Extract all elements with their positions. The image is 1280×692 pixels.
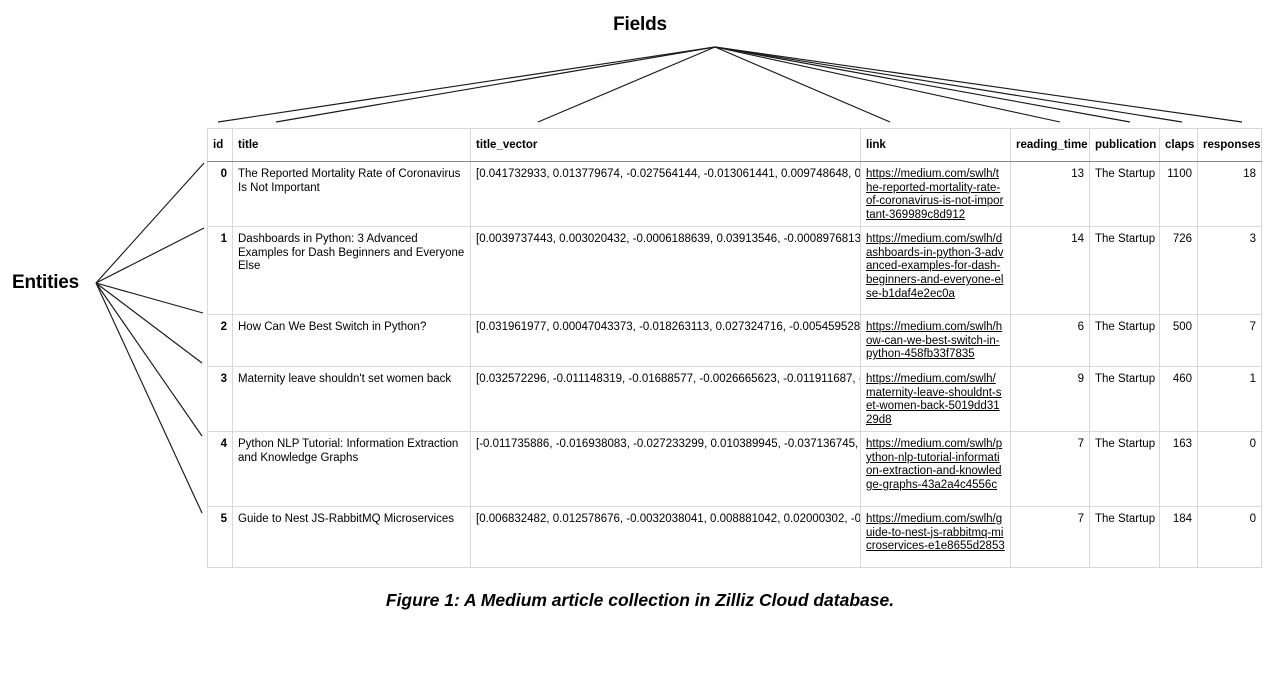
cell-title: The Reported Mortality Rate of Coronavir… xyxy=(232,160,471,228)
cell-link[interactable]: https://medium.com/swlh/dashboards-in-py… xyxy=(860,226,1011,316)
cell-link[interactable]: https://medium.com/swlh/how-can-we-best-… xyxy=(860,314,1011,367)
column-header-reading-time[interactable]: reading_time xyxy=(1010,128,1090,162)
table-row[interactable]: 0 The Reported Mortality Rate of Coronav… xyxy=(207,160,1262,228)
cell-id: 2 xyxy=(207,314,233,367)
cell-reading-time: 14 xyxy=(1010,226,1090,316)
cell-title: Python NLP Tutorial: Information Extract… xyxy=(232,431,471,508)
cell-link[interactable]: https://medium.com/swlh/the-reported-mor… xyxy=(860,160,1011,228)
cell-id: 5 xyxy=(207,506,233,569)
cell-claps: 184 xyxy=(1159,506,1198,569)
entities-connectors xyxy=(95,162,205,514)
cell-claps: 163 xyxy=(1159,431,1198,508)
cell-reading-time: 7 xyxy=(1010,431,1090,508)
cell-link[interactable]: https://medium.com/swlh/guide-to-nest-js… xyxy=(860,506,1011,569)
cell-reading-time: 9 xyxy=(1010,365,1090,433)
cell-title-vector: [0.006832482, 0.012578676, -0.0032038041… xyxy=(470,506,861,569)
cell-publication: The Startup xyxy=(1089,431,1160,508)
fields-annotation-label: Fields xyxy=(613,14,667,35)
link-text[interactable]: https://medium.com/swlh/guide-to-nest-js… xyxy=(866,513,1005,553)
cell-title-vector: [0.032572296, -0.011148319, -0.01688577,… xyxy=(470,365,861,433)
cell-id: 0 xyxy=(207,160,233,228)
link-text[interactable]: https://medium.com/swlh/the-reported-mor… xyxy=(866,168,1004,221)
link-text[interactable]: https://medium.com/swlh/maternity-leave-… xyxy=(866,372,1002,426)
cell-claps: 726 xyxy=(1159,226,1198,316)
cell-responses: 1 xyxy=(1197,365,1262,433)
cell-reading-time: 13 xyxy=(1010,160,1090,228)
column-header-responses[interactable]: responses xyxy=(1197,128,1262,162)
cell-id: 3 xyxy=(207,365,233,433)
cell-reading-time: 7 xyxy=(1010,506,1090,569)
table-row[interactable]: 2 How Can We Best Switch in Python? [0.0… xyxy=(207,314,1262,367)
fields-connectors xyxy=(217,46,1243,123)
cell-claps: 500 xyxy=(1159,314,1198,367)
collection-table: id title title_vector link reading_time … xyxy=(207,128,1262,569)
table-header-row: id title title_vector link reading_time … xyxy=(207,128,1262,162)
table-row[interactable]: 1 Dashboards in Python: 3 Advanced Examp… xyxy=(207,226,1262,316)
link-text[interactable]: https://medium.com/swlh/how-can-we-best-… xyxy=(866,321,1003,361)
cell-title-vector: [-0.011735886, -0.016938083, -0.02723329… xyxy=(470,431,861,508)
table-row[interactable]: 4 Python NLP Tutorial: Information Extra… xyxy=(207,431,1262,508)
cell-link[interactable]: https://medium.com/swlh/python-nlp-tutor… xyxy=(860,431,1011,508)
column-header-link[interactable]: link xyxy=(860,128,1011,162)
cell-responses: 0 xyxy=(1197,506,1262,569)
cell-claps: 1100 xyxy=(1159,160,1198,228)
cell-id: 4 xyxy=(207,431,233,508)
link-text[interactable]: https://medium.com/swlh/python-nlp-tutor… xyxy=(866,438,1003,491)
cell-id: 1 xyxy=(207,226,233,316)
column-header-title[interactable]: title xyxy=(232,128,471,162)
cell-responses: 18 xyxy=(1197,160,1262,228)
cell-claps: 460 xyxy=(1159,365,1198,433)
column-header-id[interactable]: id xyxy=(207,128,233,162)
cell-publication: The Startup xyxy=(1089,365,1160,433)
table-row[interactable]: 3 Maternity leave shouldn't set women ba… xyxy=(207,365,1262,433)
cell-publication: The Startup xyxy=(1089,314,1160,367)
cell-publication: The Startup xyxy=(1089,160,1160,228)
cell-responses: 0 xyxy=(1197,431,1262,508)
cell-title-vector: [0.031961977, 0.00047043373, -0.01826311… xyxy=(470,314,861,367)
cell-publication: The Startup xyxy=(1089,226,1160,316)
column-header-claps[interactable]: claps xyxy=(1159,128,1198,162)
cell-responses: 7 xyxy=(1197,314,1262,367)
cell-title: How Can We Best Switch in Python? xyxy=(232,314,471,367)
column-header-publication[interactable]: publication xyxy=(1089,128,1160,162)
cell-reading-time: 6 xyxy=(1010,314,1090,367)
cell-title: Dashboards in Python: 3 Advanced Example… xyxy=(232,226,471,316)
cell-title: Guide to Nest JS-RabbitMQ Microservices xyxy=(232,506,471,569)
cell-title: Maternity leave shouldn't set women back xyxy=(232,365,471,433)
cell-title-vector: [0.0039737443, 0.003020432, -0.000618863… xyxy=(470,226,861,316)
cell-responses: 3 xyxy=(1197,226,1262,316)
figure-caption: Figure 1: A Medium article collection in… xyxy=(385,590,895,610)
collection-table-container: id title title_vector link reading_time … xyxy=(207,128,1262,569)
cell-link[interactable]: https://medium.com/swlh/maternity-leave-… xyxy=(860,365,1011,433)
table-row[interactable]: 5 Guide to Nest JS-RabbitMQ Microservice… xyxy=(207,506,1262,569)
link-text[interactable]: https://medium.com/swlh/dashboards-in-py… xyxy=(866,233,1004,300)
entities-annotation-label: Entities xyxy=(12,272,80,293)
cell-title-vector: [0.041732933, 0.013779674, -0.027564144,… xyxy=(470,160,861,228)
column-header-title-vector[interactable]: title_vector xyxy=(470,128,861,162)
cell-publication: The Startup xyxy=(1089,506,1160,569)
